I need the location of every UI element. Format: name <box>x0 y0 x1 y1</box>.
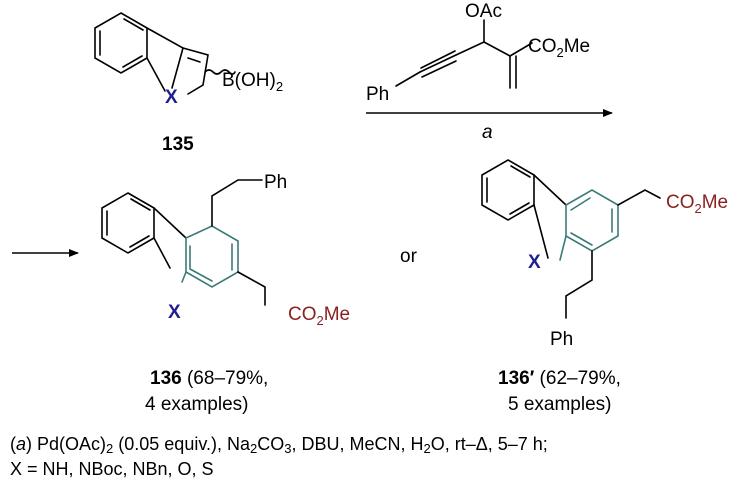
caption-line-1: (a) Pd(OAc)2 (0.05 equiv.), Na2CO3, DBU,… <box>10 434 548 456</box>
product-136-prime-heteroatom: X <box>528 252 541 273</box>
reactant-heteroatom-x: X <box>165 87 178 108</box>
product-136-structure <box>101 179 266 306</box>
caption-line-2: X = NH, NBoc, NBn, O, S <box>10 459 214 479</box>
product-136-label: 136 (68–79%, <box>150 368 268 389</box>
product-136-phenyl: Ph <box>264 172 287 193</box>
reagent-phenyl-label: Ph <box>366 84 389 105</box>
reactant-135-structure <box>94 12 236 95</box>
product-136-examples: 4 examples) <box>145 394 249 415</box>
reagent-acetate-label: OAc <box>465 1 502 22</box>
arrow-condition-label: a <box>482 122 493 143</box>
product-136-prime-label: 136′ (62–79%, <box>498 368 621 389</box>
product-136-heteroatom: X <box>168 302 181 323</box>
alkyne-reagent-structure <box>395 19 533 89</box>
or-separator: or <box>400 246 418 267</box>
conditions-caption: (a) Pd(OAc)2 (0.05 equiv.), Na2CO3, DBU,… <box>10 432 750 482</box>
product-136-prime-ester: CO2Me <box>666 192 728 216</box>
reactant-compound-number: 135 <box>162 134 194 155</box>
product-136-ester: CO2Me <box>288 304 350 328</box>
reagent-ester-label: CO2Me <box>528 36 590 60</box>
reactant-boronic-group: B(OH)2 <box>222 70 283 94</box>
product-136-prime-examples: 5 examples) <box>508 394 612 415</box>
product-136-prime-structure <box>481 159 661 319</box>
product-136-prime-phenyl: Ph <box>550 329 573 350</box>
